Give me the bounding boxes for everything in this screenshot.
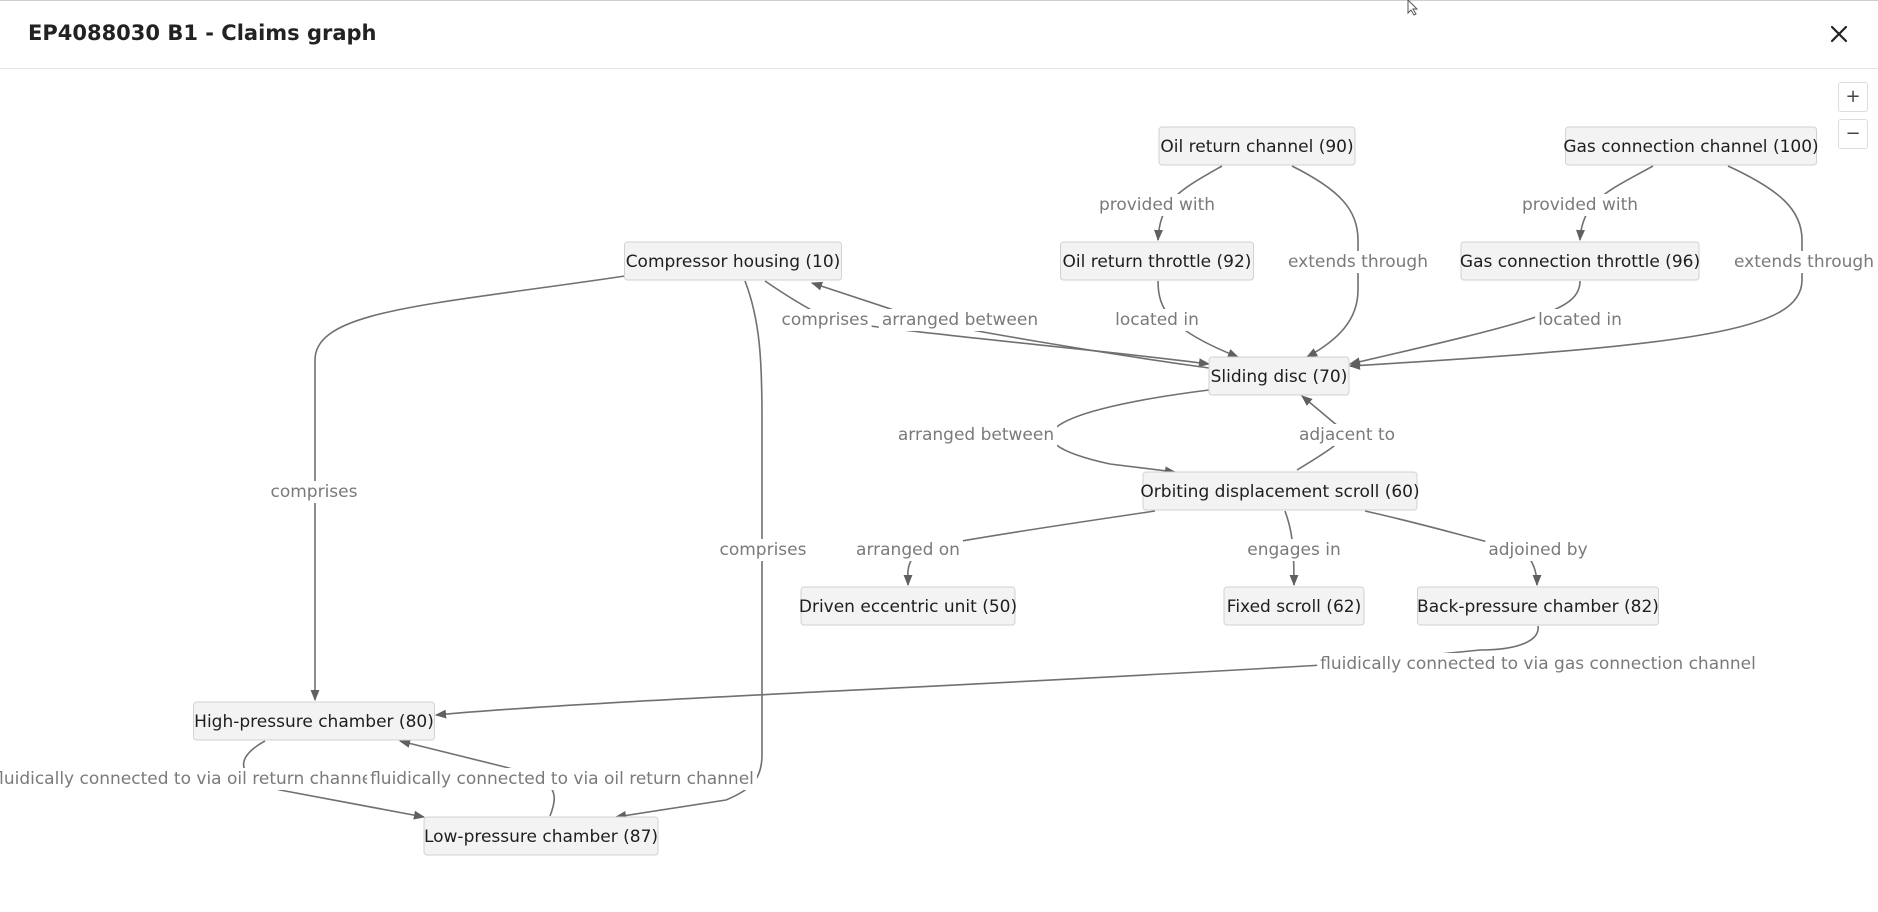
edge-label: adjoined by [1488, 540, 1587, 560]
edge-label: fluidically connected to via gas connect… [1320, 654, 1756, 674]
edge-label-background [1244, 539, 1344, 561]
node-label: Oil return throttle (92) [1063, 252, 1252, 272]
edge-label-background [1485, 539, 1591, 561]
edge-label: located in [1115, 310, 1199, 330]
edge-label: located in [1538, 310, 1622, 330]
node-label: Driven eccentric unit (50) [799, 597, 1017, 617]
edge-label-background [778, 309, 872, 331]
edge-label: comprises [782, 310, 869, 330]
graph-node-n87[interactable]: Low-pressure chamber (87) [423, 816, 659, 856]
edge-label-background [1731, 251, 1877, 273]
edge-label-background [1095, 194, 1219, 216]
edge-n10-n70 [764, 280, 1211, 368]
node-box[interactable] [1142, 471, 1418, 511]
node-label: Orbiting displacement scroll (60) [1140, 482, 1419, 502]
zoom-in-button[interactable]: + [1838, 82, 1868, 112]
graph-node-n90[interactable]: Oil return channel (90) [1158, 126, 1356, 166]
node-box[interactable] [800, 586, 1016, 626]
edge-label-background [894, 424, 1058, 446]
edge-label-background [1112, 309, 1202, 331]
edge-label: fluidically connected to via oil return … [370, 769, 754, 789]
graph-node-n62[interactable]: Fixed scroll (62) [1223, 586, 1365, 626]
edge-label-background [1518, 194, 1642, 216]
edge-label: arranged between [898, 425, 1054, 445]
edge-label-background [1317, 653, 1759, 675]
window-top-border [0, 0, 1878, 1]
edge-n70-n60 [1050, 389, 1210, 476]
edge-n100-n70 [1348, 165, 1803, 370]
edge-label: arranged on [856, 540, 960, 560]
node-label: High-pressure chamber (80) [194, 712, 434, 732]
edge-label: arranged between [882, 310, 1038, 330]
edge-label-background [878, 309, 1042, 331]
graph-node-n92[interactable]: Oil return throttle (92) [1060, 241, 1254, 281]
graph-node-n100[interactable]: Gas connection channel (100) [1563, 126, 1819, 166]
edge-label: extends through [1288, 252, 1428, 272]
node-box[interactable] [1158, 126, 1356, 166]
zoom-out-button[interactable]: − [1838, 119, 1868, 149]
node-box[interactable] [1565, 126, 1817, 166]
graph-node-n82[interactable]: Back-pressure chamber (82) [1417, 586, 1659, 626]
graph-node-n50[interactable]: Driven eccentric unit (50) [799, 586, 1017, 626]
node-label: Compressor housing (10) [626, 252, 841, 272]
nodes-layer: Oil return channel (90) Gas connection ch… [193, 126, 1819, 856]
edge-label-background [0, 768, 380, 790]
edge-label-background [853, 539, 963, 561]
node-box[interactable] [624, 241, 842, 281]
node-label: Gas connection channel (100) [1563, 137, 1818, 157]
edge-label-background [1535, 309, 1625, 331]
node-label: Back-pressure chamber (82) [1417, 597, 1659, 617]
node-label: Low-pressure chamber (87) [424, 827, 658, 847]
node-label: Sliding disc (70) [1211, 367, 1348, 387]
node-box[interactable] [423, 816, 659, 856]
edge-label: comprises [720, 540, 807, 560]
edge-n82-n80 [434, 625, 1539, 719]
edge-n90-n70 [1291, 165, 1359, 358]
edge-label-background [1295, 424, 1399, 446]
node-box[interactable] [193, 701, 435, 741]
close-button[interactable] [1824, 19, 1854, 49]
edge-label-background [716, 539, 810, 561]
edge-n10-n87 [614, 280, 763, 820]
edge-labels-layer: provided with extends through provided wit… [0, 194, 1877, 790]
dialog-title: EP4088030 B1 - Claims graph [28, 21, 377, 45]
graph-node-n60[interactable]: Orbiting displacement scroll (60) [1140, 471, 1420, 511]
edge-label: provided with [1522, 195, 1638, 215]
edge-label: comprises [271, 482, 358, 502]
graph-node-n80[interactable]: High-pressure chamber (80) [193, 701, 435, 741]
edge-label: engages in [1247, 540, 1340, 560]
edge-label-background [1285, 251, 1431, 273]
node-label: Gas connection throttle (96) [1460, 252, 1700, 272]
node-box[interactable] [1223, 586, 1365, 626]
node-label: Oil return channel (90) [1160, 137, 1353, 157]
mouse-cursor-icon [1407, 0, 1419, 16]
graph-node-n10[interactable]: Compressor housing (10) [624, 241, 842, 281]
node-box[interactable] [1060, 241, 1254, 281]
edge-label-background [367, 768, 757, 790]
edge-label: fluidically connected to via oil return … [0, 769, 377, 789]
node-box[interactable] [1460, 241, 1700, 281]
node-box[interactable] [1208, 356, 1350, 396]
close-icon [1830, 25, 1848, 43]
node-box[interactable] [1417, 586, 1659, 626]
edge-label: extends through [1734, 252, 1874, 272]
edge-label: provided with [1099, 195, 1215, 215]
graph-node-n70[interactable]: Sliding disc (70) [1208, 356, 1350, 396]
dialog-header: EP4088030 B1 - Claims graph [0, 1, 1878, 69]
graph-node-n96[interactable]: Gas connection throttle (96) [1460, 241, 1700, 281]
edge-n10-n80 [310, 275, 626, 702]
edge-label: adjacent to [1299, 425, 1395, 445]
node-label: Fixed scroll (62) [1227, 597, 1361, 617]
edge-label-background [267, 481, 361, 503]
